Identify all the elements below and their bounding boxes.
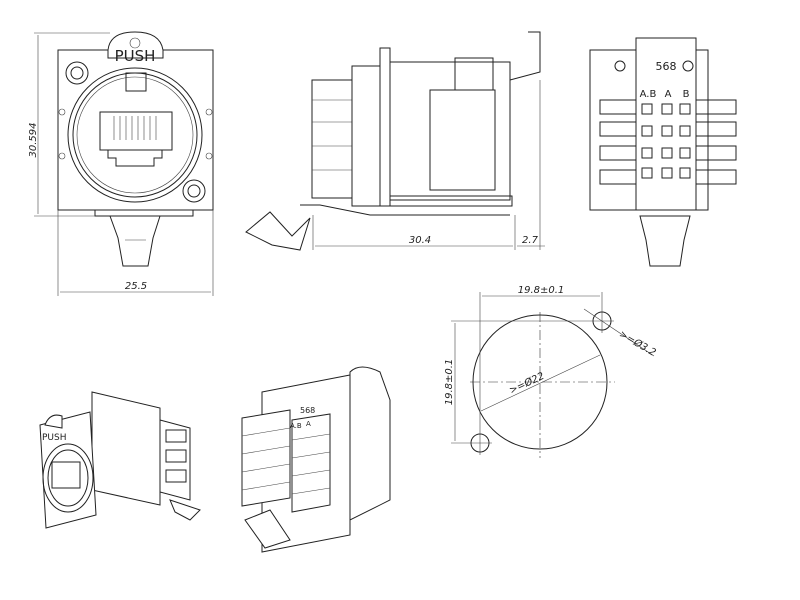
offset-dimension: 2.7 bbox=[522, 235, 539, 246]
column-a-label: A bbox=[665, 89, 672, 100]
iso-wiring-label: 568 bbox=[300, 406, 315, 415]
iso-column-a-label: A bbox=[306, 420, 311, 428]
wiring-label: 568 bbox=[656, 60, 677, 73]
width-dimension: 25.5 bbox=[125, 281, 147, 292]
length-dimension: 30.4 bbox=[409, 235, 431, 246]
iso-column-ab-label: A.B bbox=[290, 422, 302, 430]
front-view: PUSH 30.594 25.5 bbox=[28, 31, 214, 296]
panel-cutout: 19.8±0.1 19.8±0.1 >=Ø3.2 >=Ø22 bbox=[444, 285, 658, 458]
iso-front-view: PUSH bbox=[39, 391, 201, 529]
side-view: 30.4 2.7 bbox=[245, 31, 545, 251]
rear-view: 568 A.B A B bbox=[589, 37, 737, 267]
main-hole-diameter: >=Ø22 bbox=[507, 370, 546, 397]
iso-rear-view: 568 A.B A bbox=[241, 366, 391, 553]
hole-spacing-vertical: 19.8±0.1 bbox=[444, 359, 455, 406]
mount-hole-diameter: >=Ø3.2 bbox=[617, 328, 658, 359]
push-label: PUSH bbox=[115, 47, 156, 65]
height-dimension: 30.594 bbox=[28, 123, 39, 158]
iso-push-label: PUSH bbox=[42, 433, 67, 443]
column-b-label: B bbox=[683, 89, 690, 100]
column-ab-label: A.B bbox=[640, 89, 657, 100]
hole-spacing-horizontal: 19.8±0.1 bbox=[518, 285, 565, 296]
